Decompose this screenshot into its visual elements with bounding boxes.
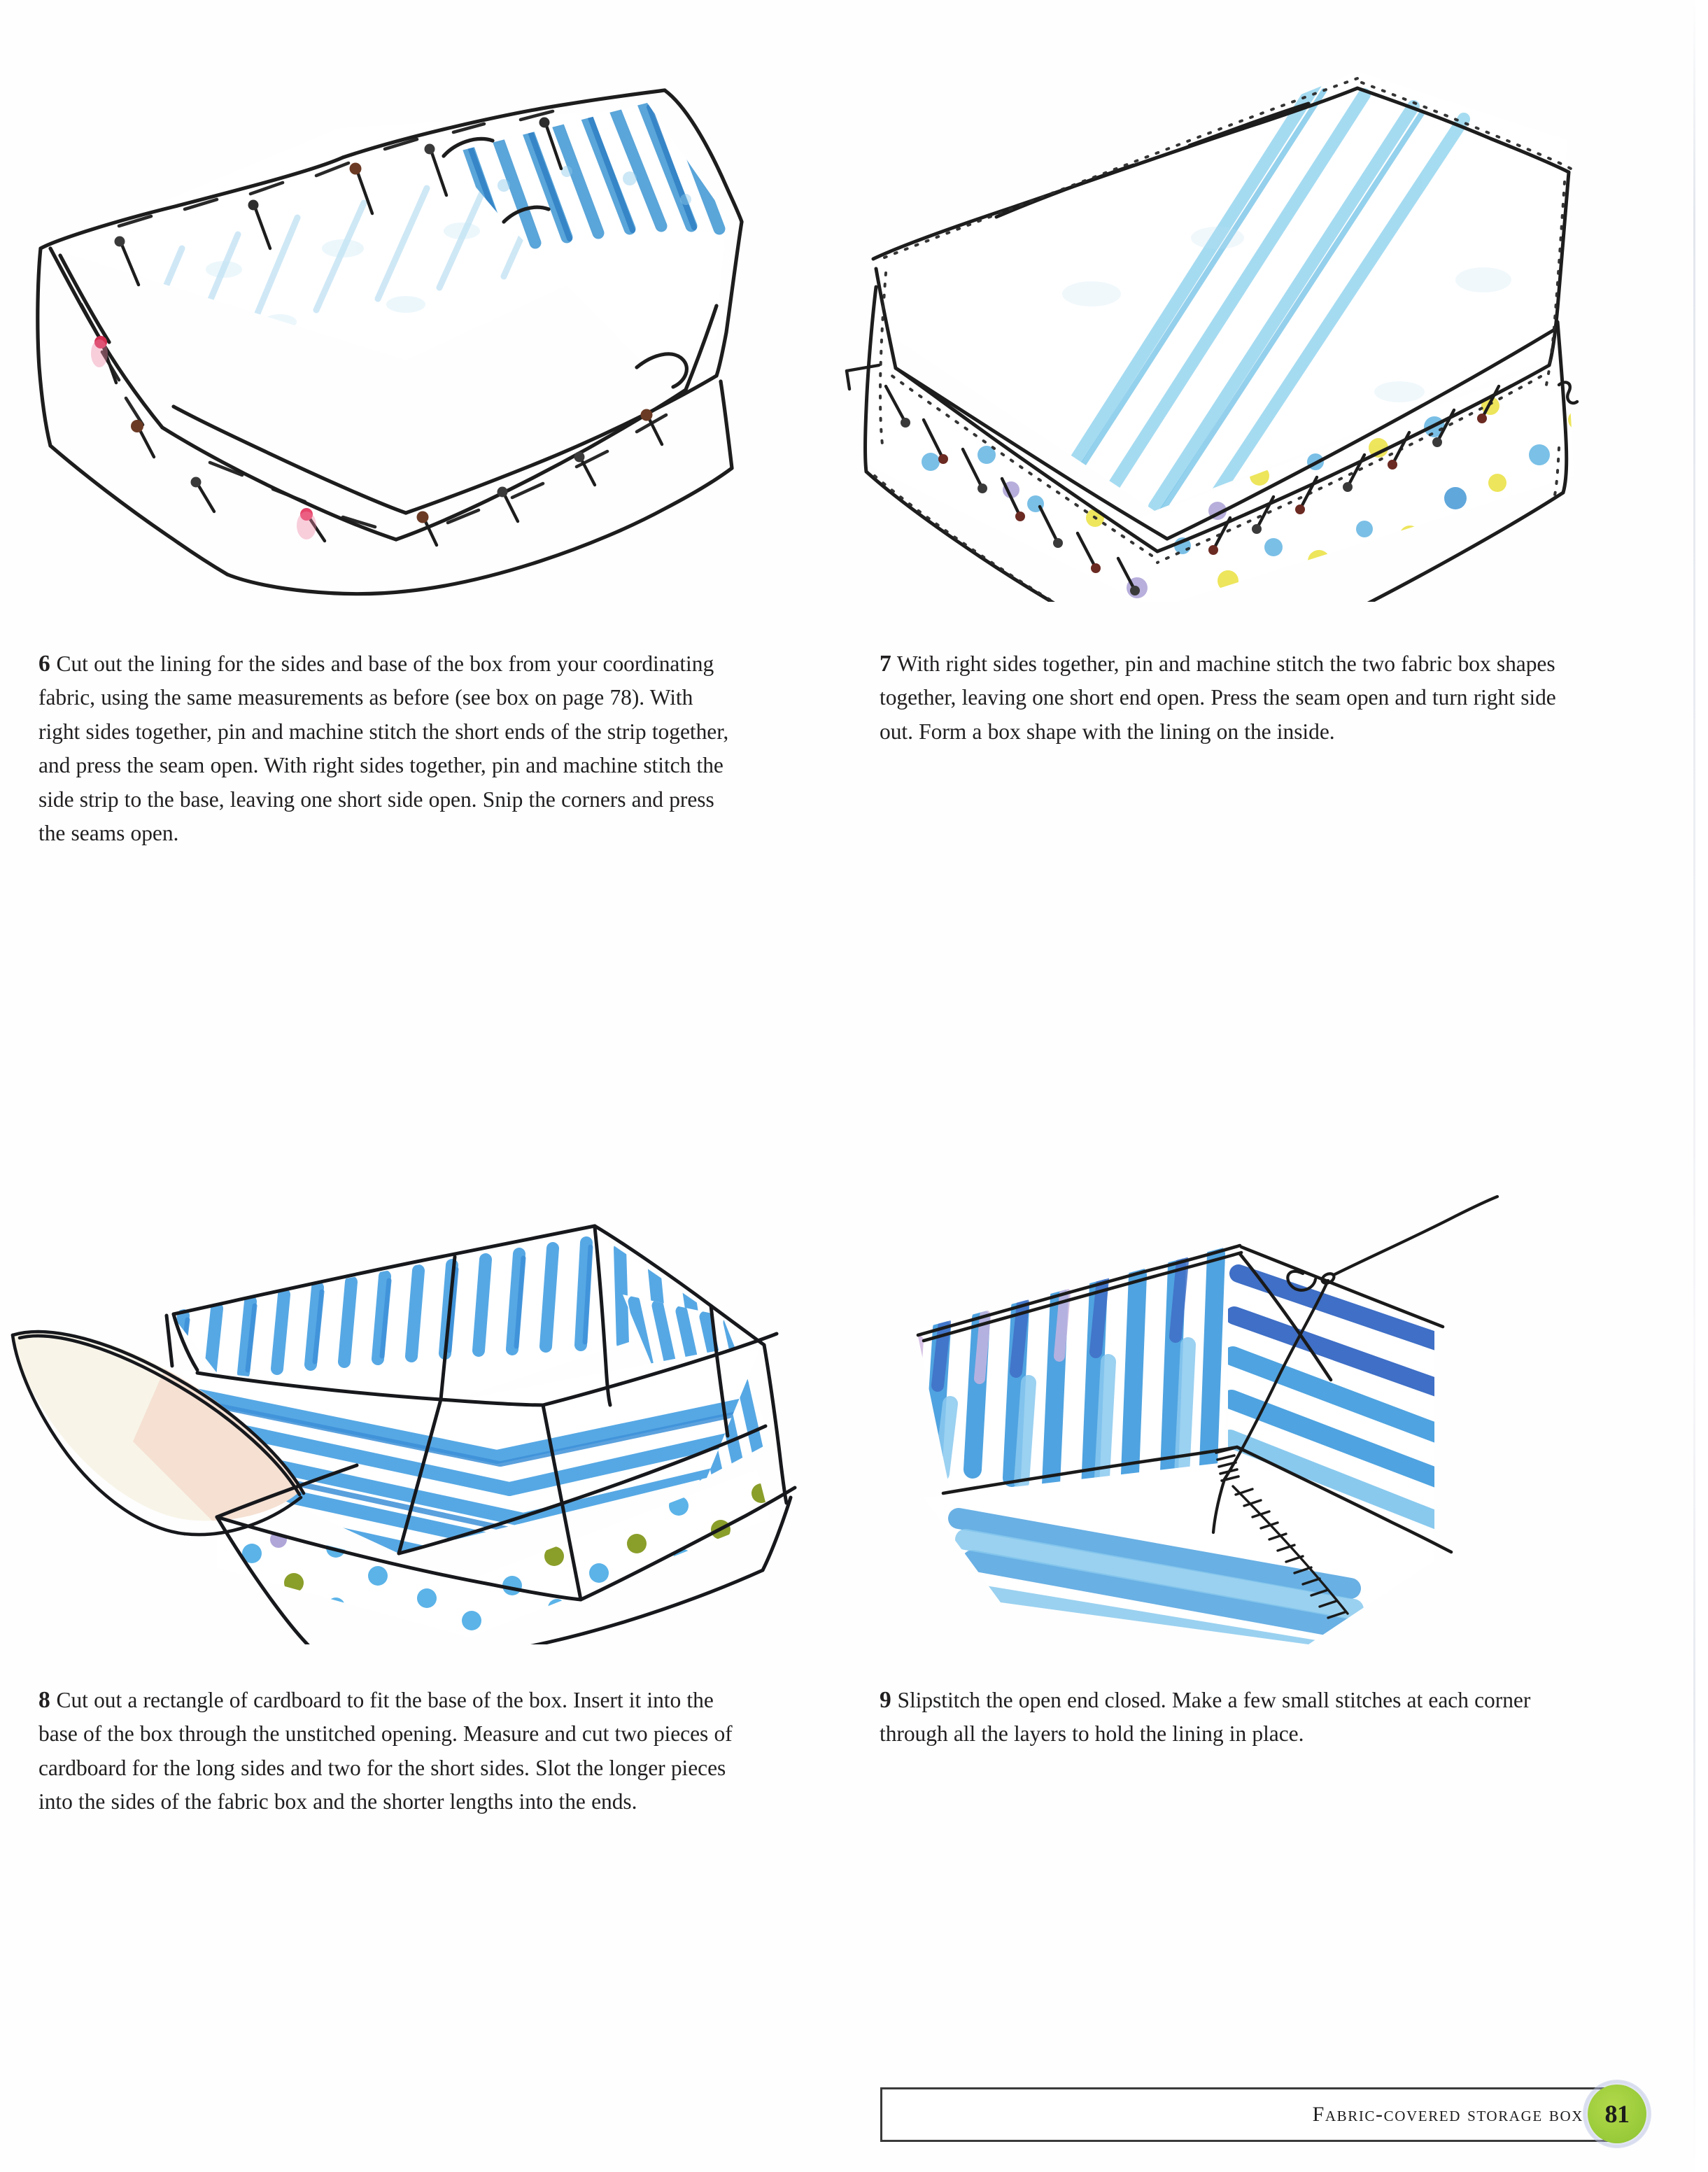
page-number-badge: 81 <box>1583 2080 1651 2148</box>
illustration-step-6 <box>14 38 763 602</box>
illustration-step-7 <box>826 28 1637 602</box>
illustration-step-8 <box>7 1190 798 1644</box>
step-9-number: 9 <box>880 1686 892 1713</box>
badge-disc <box>1588 2085 1646 2143</box>
step-6-paragraph: 6 Cut out the lining for the sides and b… <box>38 647 735 852</box>
step-7-paragraph: 7 With right sides together, pin and mac… <box>880 647 1576 749</box>
step-7-text: With right sides together, pin and machi… <box>880 651 1556 744</box>
footer-rule-box: Fabric-covered storage box <box>880 2087 1615 2142</box>
step-7-number: 7 <box>880 650 892 677</box>
page-number: 81 <box>1604 2100 1630 2128</box>
step-8-paragraph: 8 Cut out a rectangle of cardboard to fi… <box>38 1684 735 1819</box>
step-9-text: Slipstitch the open end closed. Make a f… <box>880 1687 1531 1747</box>
step-6-number: 6 <box>38 650 51 677</box>
step-8-text: Cut out a rectangle of cardboard to fit … <box>38 1687 733 1814</box>
scan-edge-margin <box>1695 0 1708 2172</box>
scan-edge-line <box>1693 0 1695 2172</box>
step-6-text: Cut out the lining for the sides and bas… <box>38 651 729 846</box>
footer-chapter-title: Fabric-covered storage box <box>1312 2103 1583 2126</box>
illustration-step-9 <box>875 1169 1623 1644</box>
step-9-paragraph: 9 Slipstitch the open end closed. Make a… <box>880 1684 1576 1751</box>
step-8-number: 8 <box>38 1686 51 1713</box>
